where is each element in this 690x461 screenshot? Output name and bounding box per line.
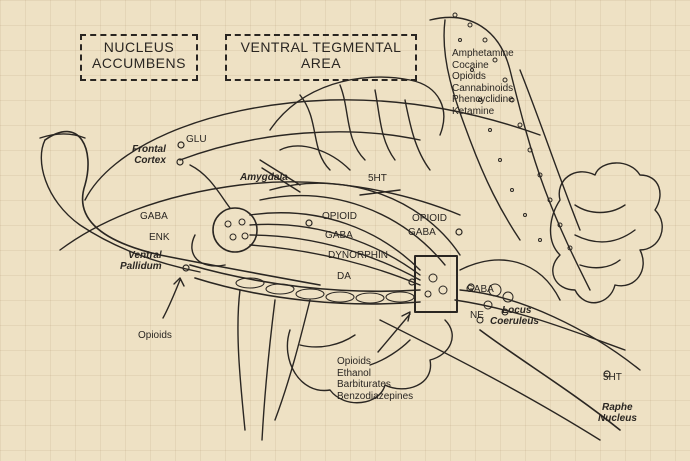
box-title-line: AREA bbox=[300, 55, 342, 71]
vta-box bbox=[414, 255, 458, 313]
temporal-lobe bbox=[286, 319, 453, 404]
enk-label: ENK bbox=[149, 232, 170, 243]
box-title-line: NUCLEUS bbox=[103, 39, 175, 55]
stimulant-drug-list: Amphetamine Cocaine Opioids Cannabinoids… bbox=[452, 48, 514, 117]
depressants-arrow bbox=[377, 313, 411, 353]
raphe-nucleus-label: Raphe Nucleus bbox=[598, 402, 637, 424]
da-label: DA bbox=[337, 271, 351, 282]
label-line: Nucleus bbox=[598, 413, 637, 424]
box-title-line: VENTRAL TEGMENTAL bbox=[240, 39, 402, 55]
locus-coeruleus-label: Locus Coeruleus bbox=[490, 305, 539, 327]
label-line: Locus bbox=[502, 305, 532, 316]
gaba-right-label: GABA bbox=[408, 227, 436, 238]
ne-label: NE bbox=[470, 310, 484, 321]
drug-item: Opioids bbox=[452, 71, 486, 82]
nucleus-accumbens-circle bbox=[212, 207, 258, 253]
box-title-line: ACCUMBENS bbox=[92, 55, 186, 71]
label-line: Coeruleus bbox=[490, 316, 539, 327]
drug-item: Ethanol bbox=[337, 367, 371, 379]
drug-item: Cannabinoids bbox=[452, 82, 514, 94]
brainstem-dots bbox=[452, 12, 573, 251]
drug-item: Benzodiazepines bbox=[337, 390, 414, 402]
dynorphin-label: DYNORPHIN bbox=[328, 250, 389, 261]
depressant-drug-list: Opioids Ethanol Barbiturates Benzodiazep… bbox=[337, 356, 413, 402]
vta-box-label: VENTRAL TEGMENTAL AREA bbox=[225, 34, 417, 81]
gaba-left-label: GABA bbox=[140, 211, 168, 222]
opioids-left-label: Opioids bbox=[138, 330, 172, 341]
drug-item: Phencyclidine bbox=[452, 94, 514, 105]
label-line: Frontal bbox=[132, 144, 166, 155]
upper-tract bbox=[84, 99, 541, 201]
label-line: Raphe bbox=[602, 402, 633, 413]
drug-item: Amphetamine bbox=[452, 48, 514, 59]
ventral-pallidum-label: Ventral Pallidum bbox=[120, 250, 162, 272]
five-ht-bottom-label: 5HT bbox=[603, 372, 622, 383]
gaba-mid-label: GABA bbox=[325, 230, 353, 241]
brainstem bbox=[429, 16, 591, 291]
frontal-band bbox=[44, 130, 321, 286]
amygdala-label: Amygdala bbox=[240, 172, 288, 183]
nucleus-accumbens-box: NUCLEUS ACCUMBENS bbox=[80, 34, 198, 81]
opioid-right-label: OPIOID bbox=[412, 213, 448, 224]
opioid-mid-label: OPIOID bbox=[322, 211, 358, 222]
drug-item: Barbiturates bbox=[337, 379, 391, 390]
frontal-cortex-label: Frontal Cortex bbox=[132, 144, 166, 166]
drug-item: Ketamine bbox=[452, 105, 495, 117]
cerebellum bbox=[549, 162, 663, 304]
glu-label: GLU bbox=[186, 134, 207, 145]
drug-item: Opioids bbox=[337, 356, 371, 367]
drug-item: Cocaine bbox=[452, 59, 489, 71]
da-pathway bbox=[189, 264, 421, 293]
five-ht-top-label: 5HT bbox=[368, 173, 387, 184]
gaba-vta-label: GABA bbox=[466, 284, 494, 295]
label-line: Ventral bbox=[128, 250, 162, 261]
label-line: Pallidum bbox=[120, 261, 162, 272]
label-line: Cortex bbox=[134, 155, 166, 166]
opioids-arrow bbox=[162, 279, 181, 319]
label-markers bbox=[176, 141, 611, 378]
